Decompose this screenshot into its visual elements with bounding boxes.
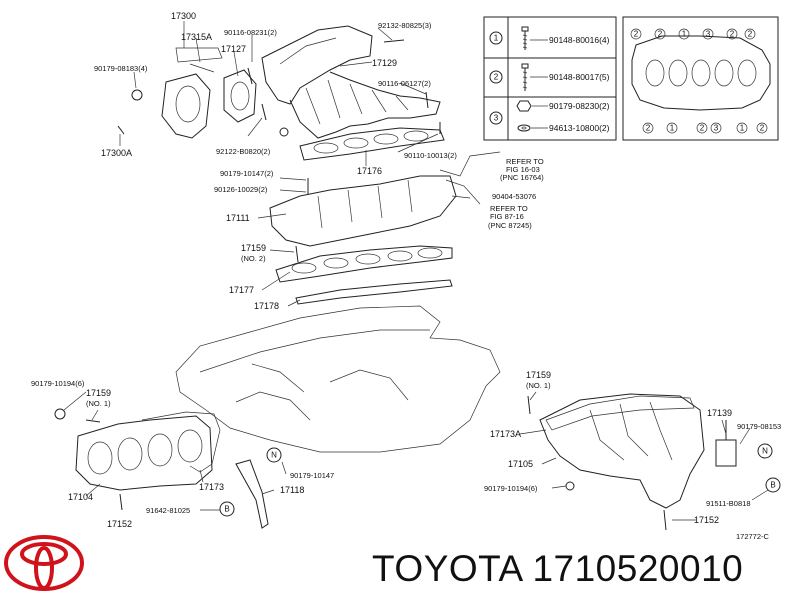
pattern-num: 2 xyxy=(748,30,753,39)
callout-17159-right: 17159 xyxy=(526,370,551,380)
intake-plenum-17129 xyxy=(261,25,441,139)
callout-17129: 17129 xyxy=(372,58,397,68)
refer-text: FIG 16-03 xyxy=(506,165,540,174)
callout-17118: 17118 xyxy=(280,485,304,495)
callout-91642-81025: 91642-81025 xyxy=(146,506,190,515)
washer-icon xyxy=(517,124,531,132)
callout-17173: 17173 xyxy=(199,482,224,492)
pattern-num: 1 xyxy=(682,30,687,39)
oxygen-sensor-17139 xyxy=(715,420,737,467)
callout-90179-08153: 90179-08153 xyxy=(737,422,781,431)
callout-17177: 17177 xyxy=(229,285,254,295)
callout-90116-06127: 90116-06127(2) xyxy=(378,79,431,88)
callout-17152-left: 17152 xyxy=(107,519,132,529)
callout-circles: N N B B xyxy=(219,443,781,517)
callout-17159-left: 17159 xyxy=(86,388,111,398)
bolt-icon xyxy=(521,63,529,91)
pattern-num: 1 xyxy=(740,124,745,133)
no2-label: (NO. 2) xyxy=(241,254,266,263)
heat-insulator-17173 xyxy=(141,411,221,473)
legend-num-circle xyxy=(489,111,503,125)
refer-text: REFER TO xyxy=(490,204,528,213)
callout-90179-10147: 90179-10147(2) xyxy=(220,169,274,178)
callout-17152-right: 17152 xyxy=(694,515,719,525)
pattern-num: 1 xyxy=(670,124,675,133)
callout-17315A: 17315A xyxy=(181,32,212,42)
callout-92132-80825: 92132-80825(3) xyxy=(378,21,432,30)
callout-17104: 17104 xyxy=(68,492,93,502)
pattern-num: 2 xyxy=(700,124,705,133)
callout-90116-08231: 90116-08231(2) xyxy=(224,28,277,37)
exhaust-manifold-17105 xyxy=(539,393,705,509)
gasket-17177 xyxy=(275,245,453,283)
legend-num-circle xyxy=(489,70,503,84)
refer-text: (PNC 16764) xyxy=(500,173,544,182)
legend-table: 1 90148-80016(4) 2 90148-80017(5) 3 9017… xyxy=(483,16,617,141)
callout-92122-B0820: 92122-B0820(2) xyxy=(216,147,271,156)
refer-text: REFER TO xyxy=(506,157,544,166)
bolt-pattern-box: 2 2 1 3 2 2 2 1 2 3 1 2 xyxy=(622,16,779,141)
throttle-body-17300 xyxy=(161,47,223,139)
legend-num: 1 xyxy=(494,34,499,43)
toyota-logo-icon xyxy=(4,535,84,591)
refer-text: (PNC 87245) xyxy=(488,221,532,230)
callout-17300A: 17300A xyxy=(101,148,132,158)
callout-90179-08183: 90179-08183(4) xyxy=(94,64,148,73)
n-marker: N xyxy=(271,451,277,460)
pattern-num: 3 xyxy=(706,30,711,39)
callout-90179-10194-left: 90179-10194(6) xyxy=(31,379,85,388)
pattern-num: 3 xyxy=(714,124,719,133)
gasket-17178 xyxy=(295,279,453,305)
callout-90404-53076: 90404-53076 xyxy=(492,192,536,201)
leader-lines xyxy=(63,21,769,521)
pattern-num: 2 xyxy=(634,30,639,39)
callout-17176: 17176 xyxy=(357,166,382,176)
callout-17178: 17178 xyxy=(254,301,279,311)
no1-label: (NO. 1) xyxy=(526,381,551,390)
refer-text: FIG 87-16 xyxy=(490,212,524,221)
callout-17111: 17111 xyxy=(226,213,250,223)
legend-code: 90148-80017(5) xyxy=(549,72,610,82)
callout-90179-10147-b: 90179-10147 xyxy=(290,471,334,480)
exhaust-manifold-17104 xyxy=(75,415,213,491)
legend-num: 2 xyxy=(494,73,499,82)
diagram-code: 172772-C xyxy=(736,532,770,541)
pattern-num: 2 xyxy=(730,30,735,39)
engine-block-outline xyxy=(175,305,501,453)
callout-17139: 17139 xyxy=(707,408,732,418)
pattern-num: 2 xyxy=(646,124,651,133)
intake-manifold-17111 xyxy=(269,175,457,247)
callout-90179-10194-right: 90179-10194(6) xyxy=(484,484,538,493)
legend-code: 94613-10800(2) xyxy=(549,123,610,133)
stud-icons xyxy=(54,39,667,531)
gasket-17173A xyxy=(545,395,695,431)
b-marker: B xyxy=(224,505,229,514)
nut-icon xyxy=(516,100,532,112)
callout-91511-B0818: 91511-B0818 xyxy=(706,499,750,508)
n-marker: N xyxy=(762,447,768,456)
legend-code: 90148-80016(4) xyxy=(549,35,610,45)
legend-num-circle xyxy=(489,31,503,45)
pattern-num: 2 xyxy=(658,30,663,39)
part-number-footer: TOYOTA 1710520010 xyxy=(372,548,744,589)
callout-17300: 17300 xyxy=(171,11,196,21)
b-marker: B xyxy=(770,481,775,490)
legend-num: 3 xyxy=(494,114,499,123)
legend-code: 90179-08230(2) xyxy=(549,101,610,111)
callout-17159-no2: 17159 xyxy=(241,243,266,253)
part-callouts: 17300 17315A 90116-08231(2) 92132-80825(… xyxy=(31,11,781,541)
callout-17127: 17127 xyxy=(221,44,246,54)
bolt-icon xyxy=(521,26,529,50)
callout-90110-10013: 90110-10013(2) xyxy=(404,151,457,160)
callout-17105: 17105 xyxy=(508,459,533,469)
gasket-17127 xyxy=(223,69,257,123)
callout-90126-10029: 90126-10029(2) xyxy=(214,185,268,194)
callout-17173A: 17173A xyxy=(490,429,521,439)
bracket-17118 xyxy=(235,459,269,529)
gasket-17176 xyxy=(299,127,445,161)
pattern-num: 2 xyxy=(760,124,765,133)
no1-label: (NO. 1) xyxy=(86,399,111,408)
